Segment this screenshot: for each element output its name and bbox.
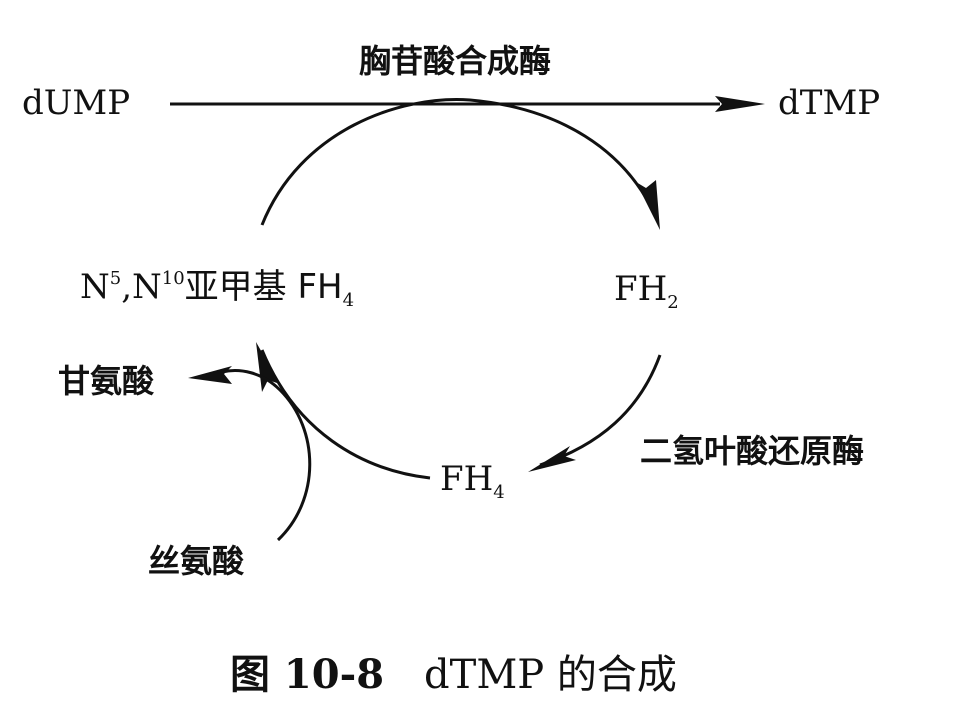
fh4-label: FH4 xyxy=(440,459,505,503)
figure-title: dTMP 的合成 xyxy=(424,652,677,698)
cycle-right-arrowhead xyxy=(528,446,576,472)
figure-caption: 图 10-8 dTMP 的合成 xyxy=(230,651,677,698)
serine-glycine-arc xyxy=(221,369,312,542)
cycle-top-arrowhead xyxy=(636,180,660,230)
fh2-sub: 2 xyxy=(667,292,678,313)
methylene-suffix: 亚甲基 FH xyxy=(185,267,343,307)
glycine-label: 甘氨酸 xyxy=(58,362,155,400)
fh4-sub: 4 xyxy=(493,482,504,503)
fh4-main: FH xyxy=(440,459,493,499)
thymidylate-synthase-label: 胸苷酸合成酶 xyxy=(359,42,551,80)
methylene-prefix: N xyxy=(80,267,110,307)
dump-label: dUMP xyxy=(22,83,130,123)
figure-number: 图 10-8 xyxy=(230,651,384,698)
serine-label: 丝氨酸 xyxy=(148,542,245,580)
methylene-sup-5: 5 xyxy=(110,268,121,289)
cycle-left-arrowhead xyxy=(256,342,280,392)
methylene-fh4-label: N5,N10亚甲基 FH4 xyxy=(80,267,354,311)
methylene-sup-10: 10 xyxy=(162,268,185,289)
cycle-left-arc xyxy=(260,349,431,480)
fh2-main: FH xyxy=(614,269,667,309)
fh2-label: FH2 xyxy=(614,269,679,313)
serine-glycine-arrowhead xyxy=(188,366,232,384)
cycle-top-arc xyxy=(260,98,657,226)
dihydrofolate-reductase-label: 二氢叶酸还原酶 xyxy=(640,432,864,470)
dump-to-dtmp-arrowhead xyxy=(715,96,765,112)
methylene-sub-4: 4 xyxy=(343,290,354,311)
methylene-mid: ,N xyxy=(121,267,162,307)
dtmp-label: dTMP xyxy=(778,83,880,123)
